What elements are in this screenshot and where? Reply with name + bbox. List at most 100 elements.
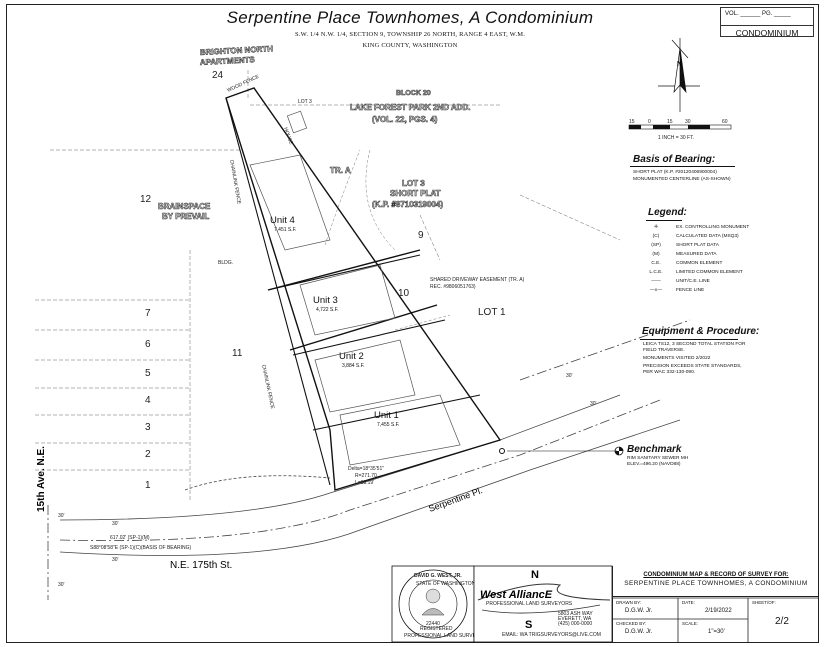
- unit-4-area: 7,451 S.F.: [274, 227, 297, 233]
- legend-item: L.C.E.LIMITED COMMON ELEMENT: [649, 270, 743, 275]
- lot-7: 7: [145, 308, 151, 319]
- legend-item: ——UNIT/C.E. LINE: [636, 279, 749, 288]
- company-city: EVERETT, WA: [558, 616, 592, 622]
- lot-5: 5: [145, 368, 151, 379]
- sheet-label: SHEET/OF:: [752, 600, 776, 605]
- title-block-heading: CONDOMINIUM MAP & RECORD OF SURVEY FOR:: [643, 572, 789, 578]
- logo-s: S: [525, 619, 532, 631]
- house-label: HOUSE: [282, 127, 294, 146]
- equipment-title: Equipment & Procedure:: [642, 326, 760, 337]
- scale-bar: [628, 124, 732, 130]
- unit-2-label: Unit 2: [339, 351, 364, 362]
- lot-2: 2: [145, 449, 151, 460]
- dim-30-a: 30': [112, 521, 119, 527]
- curve-length: L=88.19': [355, 480, 374, 486]
- distance-note: 617.02' (SP-1)(M): [110, 535, 150, 541]
- volume-page-box: VOL. ______ PG. _____ CONDOMINIUM: [720, 7, 814, 38]
- road-width-dims: 30' 30' 30' 30' 30' 30': [58, 373, 597, 588]
- benchmark-line1: RIM SANITARY SEWER MH: [627, 456, 689, 461]
- legend-item: (M)MEASURED DATA: [652, 252, 717, 257]
- lot-3-short-label: LOT 3: [402, 179, 425, 188]
- building-footprints: [249, 110, 461, 466]
- scale-tick-60: 60: [722, 119, 728, 125]
- surveyor-seal: [391, 565, 475, 643]
- kp-label: (K.P. #8710319004): [372, 200, 443, 209]
- north-label: N: [677, 61, 682, 68]
- seal-name: DAVID G. WEST, JR.: [414, 573, 462, 579]
- sheet-value: 2/2: [775, 616, 789, 627]
- curve-radius: R=271.70: [355, 473, 377, 479]
- by-prevail-label: BY PREVAIL: [162, 212, 209, 221]
- county-description: KING COUNTY, WASHINGTON: [362, 42, 458, 49]
- lot-10: 10: [398, 288, 410, 299]
- unit-2-area: 3,884 S.F.: [342, 363, 365, 369]
- label-brighton: BRIGHTON NORTH: [200, 44, 274, 57]
- label-apartments: APARTMENTS: [200, 55, 256, 67]
- lake-forest-label: LAKE FOREST PARK 2ND ADD.: [350, 103, 470, 112]
- basis-line1: SHORT PLAT (K.P. #20120406900004): [633, 170, 717, 175]
- unit-4-label: Unit 4: [270, 215, 295, 226]
- road-lines: [47, 319, 691, 600]
- equipment-line-4: PRECISION EXCEEDS STATE STANDARDS,: [643, 364, 742, 369]
- dim-30-c: 30': [58, 513, 65, 519]
- title-block-grid: [612, 597, 819, 643]
- scale-tick-15: 15: [667, 119, 673, 125]
- drawn-by-label: DRAWN BY:: [616, 600, 642, 605]
- lot-24: 24: [212, 70, 224, 81]
- basis-line2: MONUMENTED CENTERLINE (AS-SHOWN): [633, 177, 731, 182]
- company-name: West AlliancE: [480, 589, 553, 601]
- company-email: EMAIL: WA TRIGSURVEYORS@LIVE.COM: [502, 632, 601, 638]
- dim-30-d: 30': [58, 582, 65, 588]
- dim-30-e: 30': [566, 373, 573, 379]
- logo-n: N: [531, 569, 539, 581]
- scale-value: 1"=30': [708, 629, 725, 635]
- block-20-label: BLOCK 20: [396, 90, 431, 97]
- basis-of-bearing-note: S88°08'58"E (SP-1)(C)(BASIS OF BEARING): [90, 545, 191, 551]
- unit-3-label: Unit 3: [313, 295, 338, 306]
- left-lot-lines: [35, 70, 621, 500]
- condominium-label: CONDOMINIUM: [721, 25, 813, 38]
- map-title: Serpentine Place Townhomes, A Condominiu…: [226, 8, 594, 27]
- tr-a-label: TR. A: [330, 166, 351, 175]
- legend-item: C.E.COMMON ELEMENT: [651, 261, 723, 266]
- company-logo: [473, 565, 613, 643]
- legend-title: Legend:: [648, 207, 687, 218]
- equipment-line-5: PER WAC 332-130-090.: [643, 370, 696, 375]
- lot-1-left: 1: [145, 480, 151, 491]
- dim-30-b: 30': [112, 557, 119, 563]
- legend-item: (C)CALCULATED DATA (MSQ3): [652, 234, 739, 239]
- title-block: CONDOMINIUM MAP & RECORD OF SURVEY FOR: …: [612, 566, 819, 643]
- unit-line-icon: ——: [651, 279, 661, 284]
- scale-tick-30: 30: [685, 119, 691, 125]
- unit-1-label: Unit 1: [374, 410, 399, 421]
- title-block-project: SERPENTINE PLACE TOWNHOMES, A CONDOMINIU…: [624, 580, 808, 587]
- lot-3-block: LOT 3: [298, 99, 312, 105]
- legend-item: ✛EX. CONTROLLING MONUMENT: [636, 225, 749, 234]
- lot-6: 6: [145, 339, 151, 350]
- company-sub: PROFESSIONAL LAND SURVEYORS: [486, 601, 573, 607]
- unit-3-area: 4,722 S.F.: [316, 307, 339, 313]
- lot-1: LOT 1: [478, 307, 506, 318]
- company-phone: (425) 000-0000: [558, 621, 592, 627]
- scale-tick-0: 0: [648, 119, 651, 125]
- chainlink-fence-upper: CHAINLINK FENCE: [228, 159, 242, 205]
- vol-pgs-label: (VOL. 22, PGS. 4): [372, 115, 438, 124]
- street-serpentine: Serpentine Pl.: [427, 485, 484, 514]
- scale-caption: 1 INCH = 30 FT.: [658, 135, 694, 141]
- equipment-line-3: MONUMENTS VISITED 2/2022: [643, 356, 711, 361]
- benchmark-icon: [614, 446, 624, 456]
- lot-12: 12: [140, 194, 152, 205]
- north-arrow-icon: [658, 38, 700, 112]
- seal-state: STATE OF WASHINGTON: [416, 581, 476, 587]
- scale-label: SCALE:: [682, 621, 699, 626]
- checked-by-value: D.G.W. Jr.: [625, 629, 653, 635]
- company-address: 5803 ASH WAY: [558, 611, 593, 617]
- date-label: DATE:: [682, 600, 695, 605]
- benchmark-title: Benchmark: [627, 444, 682, 455]
- legend-item: —x—FENCE LINE: [636, 288, 749, 297]
- dim-30-f: 30': [590, 401, 597, 407]
- lot-3-left: 3: [145, 422, 151, 433]
- lot-9: 9: [418, 230, 424, 241]
- unit-1-area: 7,455 S.F.: [377, 422, 400, 428]
